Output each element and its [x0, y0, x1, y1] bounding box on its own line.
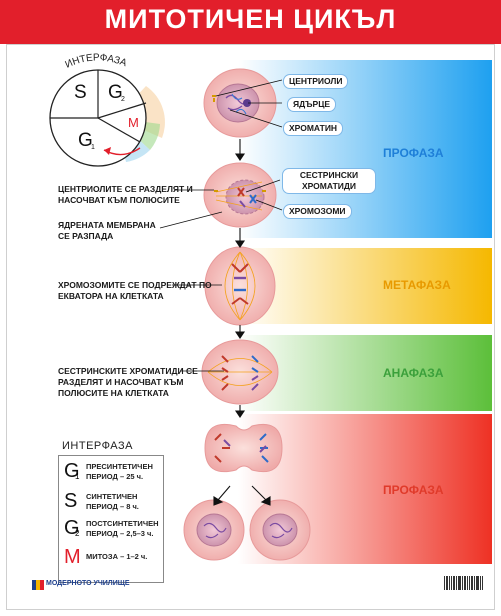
brand-logo-icon	[32, 580, 44, 590]
phase-label-prophase: ПРОФАЗА	[383, 146, 444, 160]
legend-text: ПРЕСИНТЕТИЧЕН ПЕРИОД – 25 ч.	[86, 462, 153, 481]
legend-sub: 2	[75, 529, 80, 538]
legend-symbol: M	[64, 546, 81, 568]
legend-sub: 1	[75, 472, 80, 481]
legend-title: ИНТЕРФАЗА	[62, 440, 133, 452]
callout-centrioles-separate: ЦЕНТРИОЛИТЕ СЕ РАЗДЕЛЯТ И НАСОЧВАТ КЪМ П…	[58, 184, 193, 205]
cell-prophase-late	[203, 162, 277, 228]
callout-chromosomes-align: ХРОМОЗОМИТЕ СЕ ПОДРЕЖДАТ ПО ЕКВАТОРА НА …	[58, 280, 212, 301]
metaphase-band	[238, 248, 492, 324]
footer-brand: МОДЕРНОТО УЧИЛИЩЕ	[46, 580, 130, 587]
legend-text: СИНТЕТИЧЕН ПЕРИОД – 8 ч.	[86, 492, 139, 511]
cycle-wheel	[49, 69, 165, 167]
label-sister-chromatids: СЕСТРИНСКИ ХРОМАТИДИ	[282, 168, 376, 194]
phase-label-telophase: ПРОФАЗА	[383, 483, 444, 497]
barcode-icon	[444, 576, 483, 590]
legend-box	[58, 455, 164, 583]
legend-item-g1: G 1 ПРЕСИНТЕТИЧЕН ПЕРИОД – 25 ч.	[64, 460, 164, 484]
prophase-band	[238, 60, 492, 238]
phase-label-metaphase: МЕТАФАЗА	[383, 278, 451, 292]
label-chromosomes: ХРОМОЗОМИ	[283, 204, 352, 219]
legend-item-g2: G 2 ПОСТСИНТЕТИЧЕН ПЕРИОД – 2,5–3 ч.	[64, 517, 164, 541]
legend-item-s: S СИНТЕТИЧЕН ПЕРИОД – 8 ч.	[64, 490, 164, 514]
poster-frame	[6, 44, 495, 610]
label-centrioles: ЦЕНТРИОЛИ	[283, 74, 349, 89]
cell-metaphase	[204, 246, 276, 326]
leader-lines	[159, 79, 283, 372]
callout-chromatids-separate: СЕСТРИНСКИТЕ ХРОМАТИДИ СЕ РАЗДЕЛЯТ И НАС…	[58, 366, 198, 398]
phase-label-anaphase: АНАФАЗА	[383, 366, 444, 380]
title-bar	[0, 0, 501, 44]
page-title: МИТОТИЧЕН ЦИКЪЛ	[104, 4, 397, 34]
legend-symbol: S	[64, 490, 78, 512]
legend-symbol: G	[64, 517, 80, 539]
flow-arrows	[213, 139, 271, 506]
legend-text: ПОСТСИНТЕТИЧЕН ПЕРИОД – 2,5–3 ч.	[86, 519, 159, 538]
legend-item-m: M МИТОЗА – 1–2 ч.	[64, 546, 164, 570]
label-chromatin: ХРОМАТИН	[283, 121, 344, 136]
anaphase-band	[238, 335, 492, 411]
daughter-cell-right	[249, 499, 311, 561]
daughter-cell-left	[183, 499, 245, 561]
label-nucleolus: ЯДЪРЦЕ	[287, 97, 337, 112]
legend-text: МИТОЗА – 1–2 ч.	[86, 552, 148, 561]
cell-anaphase	[201, 339, 279, 405]
callout-membrane-breaks: ЯДРЕНАТА МЕМБРАНА СЕ РАЗПАДА	[58, 220, 156, 241]
legend-symbol: G	[64, 460, 80, 482]
cell-telophase	[204, 423, 283, 473]
